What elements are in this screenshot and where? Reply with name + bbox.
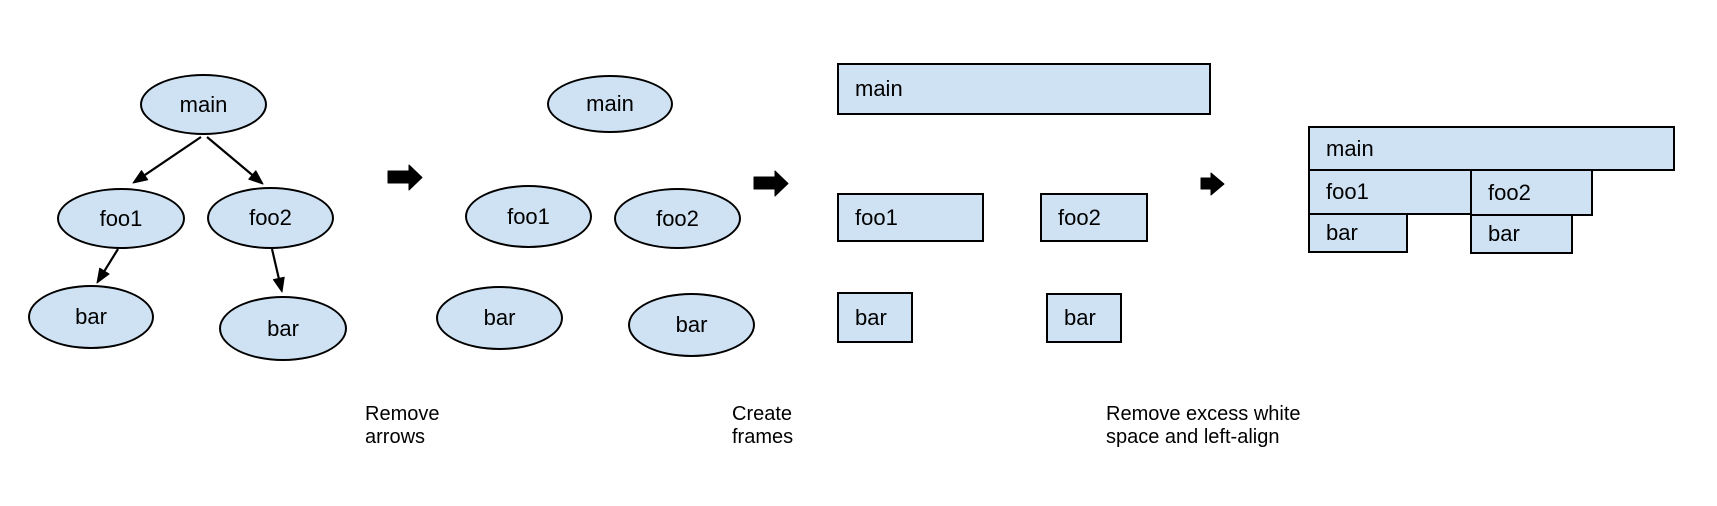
arrowhead-icon [272,276,285,293]
node-label: bar [483,305,516,330]
stage4-frame-foo1: foo1 [1308,169,1472,215]
stage2-node-bar-left: bar [436,286,563,350]
node-label: main [1326,135,1374,161]
edge-line [270,248,280,279]
stage3-frame-foo2: foo2 [1040,193,1148,242]
node-label: foo2 [1058,204,1101,230]
arrowhead-icon [96,267,110,284]
edge-main-foo2 [206,136,264,185]
node-label: bar [1326,220,1358,245]
stage1-node-bar-left: bar [28,285,154,349]
stage1-node-foo2: foo2 [207,187,334,249]
stage3-frame-foo1: foo1 [837,193,984,242]
node-label: foo1 [855,204,898,230]
node-label: foo1 [1326,179,1369,204]
stage1-node-foo1: foo1 [57,188,185,249]
node-label: main [586,91,634,116]
stage1-node-main: main [140,74,267,135]
stage3-frame-bar-right: bar [1046,293,1122,343]
transition-caption-create-frames: Create frames [732,403,794,448]
edge-foo1-bar [96,248,119,284]
node-label: bar [267,315,299,341]
edge-line [143,136,202,177]
node-label: foo2 [656,205,699,231]
node-label: foo2 [1488,179,1531,205]
node-label: foo1 [99,205,143,231]
node-label: bar [675,312,708,337]
transition-arrow-right-icon-2 [753,170,789,197]
transition-arrow-right-icon-3 [1200,172,1225,196]
stage2-node-main: main [547,75,673,133]
node-label: bar [75,304,107,329]
edge-line [103,248,119,272]
stage2-node-foo2: foo2 [614,188,741,249]
stage3-frame-bar-left: bar [837,292,913,343]
stage1-node-bar-right: bar [219,296,347,361]
stage4-frame-main: main [1308,126,1675,171]
node-label: bar [855,304,887,330]
transition-caption-remove-whitespace: Remove excess white space and left-align [1106,403,1301,448]
node-label: foo1 [507,203,550,229]
node-label: bar [1064,305,1096,330]
node-label: bar [1488,221,1520,246]
node-label: foo2 [249,205,292,230]
arrowhead-icon [248,170,264,185]
stage4-frame-bar-right: bar [1470,214,1573,254]
stage4-frame-bar-left: bar [1308,213,1408,253]
edge-foo2-bar [270,248,285,293]
node-label: main [855,76,903,101]
stage2-node-foo1: foo1 [465,185,592,248]
node-label: main [179,91,228,117]
transition-arrow-right-icon-1 [387,164,423,191]
stage3-frame-main: main [837,63,1211,115]
stage4-frame-foo2: foo2 [1470,169,1593,216]
arrowhead-icon [132,170,149,184]
transition-caption-remove-arrows: Remove arrows [365,403,440,448]
edge-line [206,136,254,176]
edge-main-foo1 [132,136,202,184]
stage2-node-bar-right: bar [628,293,755,357]
